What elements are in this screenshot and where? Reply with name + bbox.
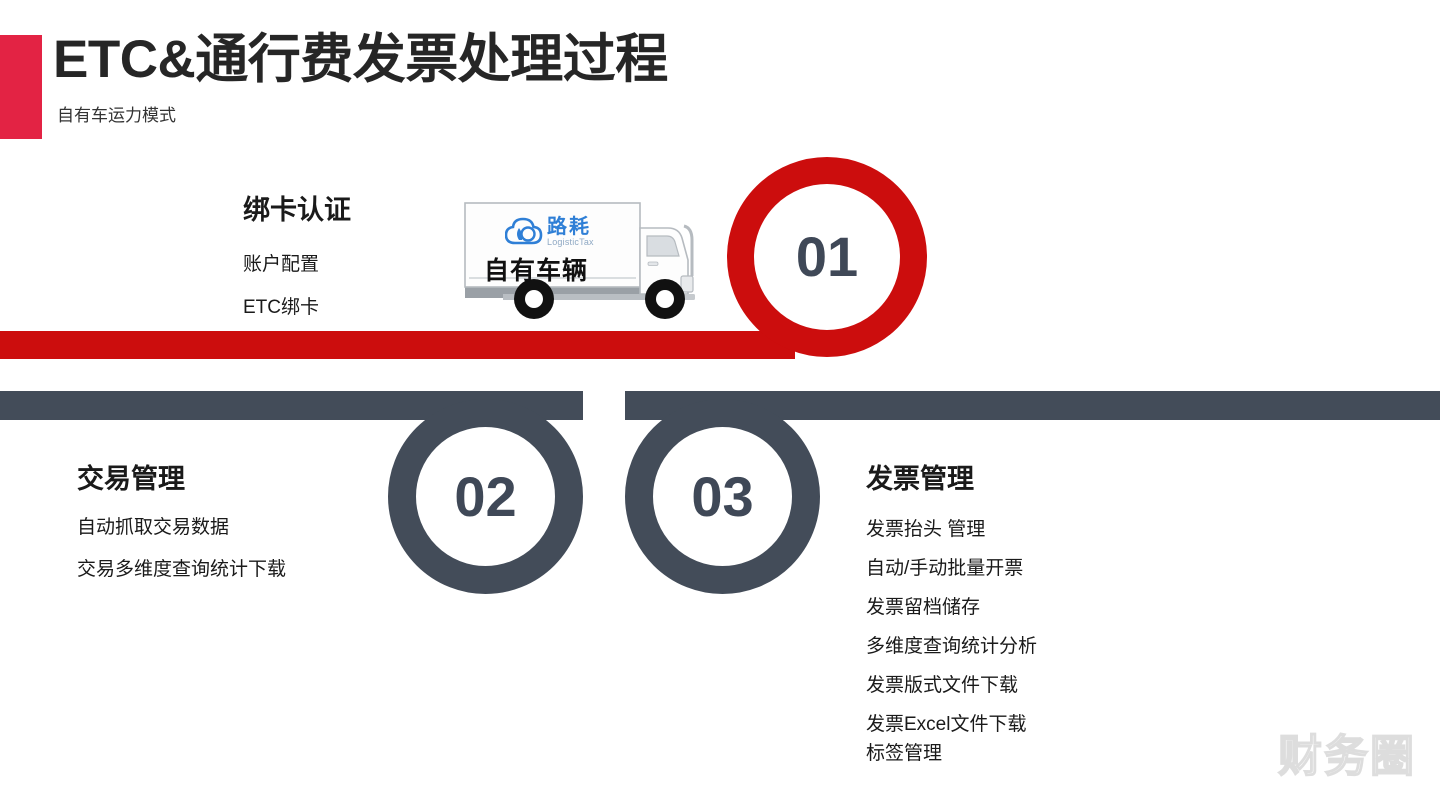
step-01-badge[interactable]: 01 <box>727 157 927 357</box>
list-item: 交易多维度查询统计下载 <box>77 559 287 580</box>
truck-body-label: 自有车辆 <box>484 257 589 285</box>
list-item: 自动/手动批量开票 <box>866 558 1024 579</box>
step-01-title: 绑卡认证 <box>243 195 351 225</box>
list-item: 发票Excel文件下载 <box>866 714 1027 735</box>
list-item: 发票版式文件下载 <box>866 675 1019 696</box>
list-item: 自动抓取交易数据 <box>77 517 230 538</box>
list-item: 账户配置 <box>243 254 320 275</box>
list-item: 发票抬头 管理 <box>866 519 986 540</box>
step-02-title: 交易管理 <box>77 464 185 494</box>
logistictax-logo: 路耗 LogisticTax <box>505 213 625 251</box>
step-03-number: 03 <box>691 464 754 528</box>
page-subtitle: 自有车运力模式 <box>57 106 176 125</box>
track-gap <box>583 391 625 421</box>
step-01-track <box>0 331 795 359</box>
step-01-item-list: 账户配置 ETC绑卡 <box>243 255 319 341</box>
page-title: ETC&通行费发票处理过程 <box>53 30 668 89</box>
step-02-number: 02 <box>454 464 517 528</box>
list-item: 多维度查询统计分析 <box>866 636 1038 657</box>
list-item: ETC绑卡 <box>243 297 320 318</box>
step-03-badge[interactable]: 03 <box>625 399 820 594</box>
watermark: 财务圈 <box>1277 731 1416 782</box>
list-item: 发票留档储存 <box>866 597 981 618</box>
list-item: 标签管理 <box>866 743 943 764</box>
logo-chinese-name: 路耗 <box>547 216 591 238</box>
step-01-number: 01 <box>795 225 859 288</box>
truck-illustration <box>464 202 695 319</box>
step-03-item-list: 发票抬头 管理 自动/手动批量开票 发票留档储存 多维度查询统计分析 发票版式文… <box>866 520 1037 783</box>
step-02-item-list: 自动抓取交易数据 交易多维度查询统计下载 <box>77 518 286 602</box>
header-accent-bar <box>0 35 42 139</box>
step-02-badge[interactable]: 02 <box>388 399 583 594</box>
logo-english-name: LogisticTax <box>547 237 594 247</box>
cloud-icon <box>505 217 543 245</box>
step-03-title: 发票管理 <box>866 464 974 494</box>
